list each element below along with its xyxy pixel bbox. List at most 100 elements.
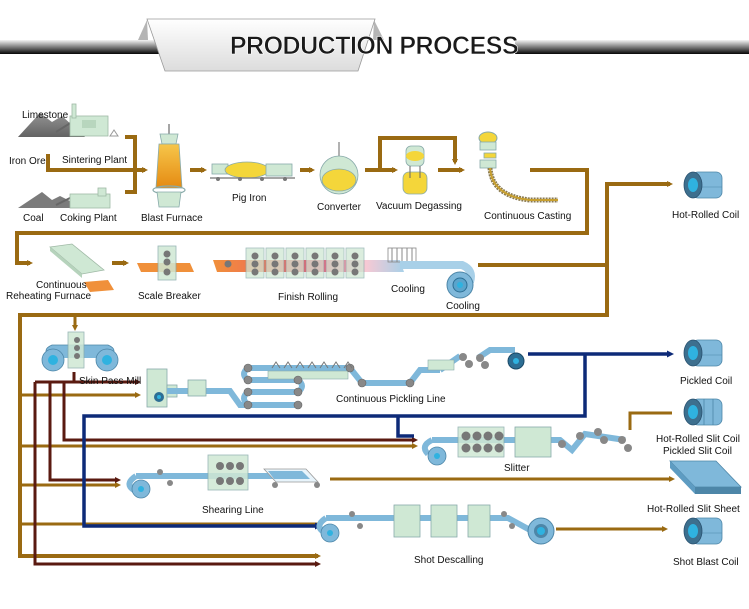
spray-nozzle <box>295 361 305 369</box>
pickling-line-label: Continuous Pickling Line <box>336 394 446 405</box>
banner-fold-left <box>138 20 148 40</box>
roller <box>243 400 253 410</box>
slit-coil-product: Hot-Rolled Slit Coil Pickled Slit Coil <box>656 398 740 457</box>
coiler-icon <box>400 261 475 299</box>
roller <box>293 375 303 385</box>
sintering-plant-icon <box>55 103 119 137</box>
roller <box>357 378 367 388</box>
rolling-stand <box>325 247 345 279</box>
rolling-stand <box>245 247 265 279</box>
finish-rolling-icon <box>213 247 417 279</box>
slit-sheet-label: Hot-Rolled Slit Sheet <box>647 504 740 515</box>
spray-nozzle <box>331 361 341 369</box>
slit-coil-icon <box>683 398 723 426</box>
blast-furnace-label: Blast Furnace <box>141 213 203 224</box>
converter-label: Converter <box>317 202 362 213</box>
roller <box>405 378 415 388</box>
coal-pile <box>18 192 84 208</box>
coking-plant-icon <box>55 187 111 209</box>
converter-icon <box>319 142 359 195</box>
reheating-furnace-icon <box>49 243 114 292</box>
casting-to-reheat-line <box>15 168 589 266</box>
cooling-label-1: Cooling <box>391 284 425 295</box>
hot-rolled-coil-label: Hot-Rolled Coil <box>672 210 739 221</box>
blast-furnace-icon <box>152 124 186 208</box>
main-distribution-line <box>18 265 609 559</box>
slitter-knife <box>494 431 504 441</box>
finish-rolling-label: Finish Rolling <box>278 292 338 303</box>
spray-nozzle <box>343 361 353 369</box>
coil-icon <box>683 517 723 545</box>
degassing-bypass-line <box>378 136 458 170</box>
cooling-label-2: Cooling <box>446 301 480 312</box>
roller <box>243 363 253 373</box>
skin-pass-mill-label: Skin Pass Mill <box>79 376 141 387</box>
spray-nozzle <box>283 361 293 369</box>
hot-rolled-coil-line <box>478 181 673 267</box>
slitter-knife <box>461 443 471 453</box>
raw-materials: Limestone Iron Ore Sintering Plant Coal … <box>9 103 127 224</box>
continuous-casting-icon <box>478 131 558 203</box>
slitter-knife <box>461 431 471 441</box>
banner-fold-right <box>373 20 384 40</box>
roller <box>243 375 253 385</box>
raw-bracket-line <box>125 135 137 194</box>
slitter-knife <box>472 443 482 453</box>
coking-plant-label: Coking Plant <box>60 213 117 224</box>
slit-sheet-product: Hot-Rolled Slit Sheet <box>647 460 742 515</box>
shearing-line-icon <box>126 454 320 499</box>
coal-label: Coal <box>23 213 44 224</box>
header-banner: PRODUCTION PROCESS <box>0 18 749 72</box>
coil-icon <box>683 171 723 199</box>
banner-plate <box>146 18 376 72</box>
shot-descalling-icon <box>316 504 555 545</box>
slitter-knife <box>494 443 504 453</box>
reheating-furnace-label-2: Reheating Furnace <box>6 291 91 302</box>
pickled-coil-label: Pickled Coil <box>680 376 732 387</box>
pickled-coil-product: Pickled Coil <box>680 339 732 387</box>
vacuum-degassing-label: Vacuum Degassing <box>376 201 462 212</box>
to-slit-coil <box>628 411 672 430</box>
shot-blast-coil-product: Shot Blast Coil <box>673 517 739 568</box>
spray-nozzle <box>307 361 317 369</box>
spray-nozzle <box>271 361 281 369</box>
shot-blast-coil-label: Shot Blast Coil <box>673 557 739 568</box>
skin-pass-to-slit <box>62 382 418 443</box>
continuous-casting-label: Continuous Casting <box>484 211 571 222</box>
slitter-knife <box>472 431 482 441</box>
slit-coil-label-1: Hot-Rolled Slit Coil <box>656 434 740 445</box>
pickled-distribution-line <box>82 354 587 530</box>
spray-nozzle <box>319 361 329 369</box>
iron-ore-label: Iron Ore <box>9 156 46 167</box>
roller <box>293 400 303 410</box>
header-bar-right <box>515 40 749 54</box>
iron-ore-line <box>46 154 148 173</box>
roller <box>293 387 303 397</box>
edger-roll <box>224 260 232 268</box>
shearing-line-label: Shearing Line <box>202 505 264 516</box>
rolling-stand <box>285 247 305 279</box>
shot-descalling-label: Shot Descalling <box>414 555 483 566</box>
pig-iron-label: Pig Iron <box>232 193 266 204</box>
scale-breaker-label: Scale Breaker <box>138 291 201 302</box>
coil-icon <box>683 339 723 367</box>
reheating-furnace-label-1: Continuous <box>36 280 87 291</box>
slitter-icon <box>421 426 632 466</box>
flow-lines <box>15 135 675 567</box>
roller <box>345 363 355 373</box>
sheet-icon <box>669 460 742 494</box>
skin-pass-mill-icon <box>41 331 119 372</box>
vacuum-degassing-icon <box>402 145 428 195</box>
skin-pass-to-shot <box>33 382 321 567</box>
roller <box>243 387 253 397</box>
pig-iron-car-icon <box>210 161 295 181</box>
slitter-label: Slitter <box>504 463 530 474</box>
rolling-stand <box>305 247 325 279</box>
pickling-line-icon <box>146 347 525 410</box>
rolling-stand <box>265 247 285 279</box>
limestone-label: Limestone <box>22 110 69 121</box>
hot-rolled-coil-product: Hot-Rolled Coil <box>672 171 739 221</box>
slitter-knife <box>483 443 493 453</box>
sintering-plant-label: Sintering Plant <box>62 155 127 166</box>
